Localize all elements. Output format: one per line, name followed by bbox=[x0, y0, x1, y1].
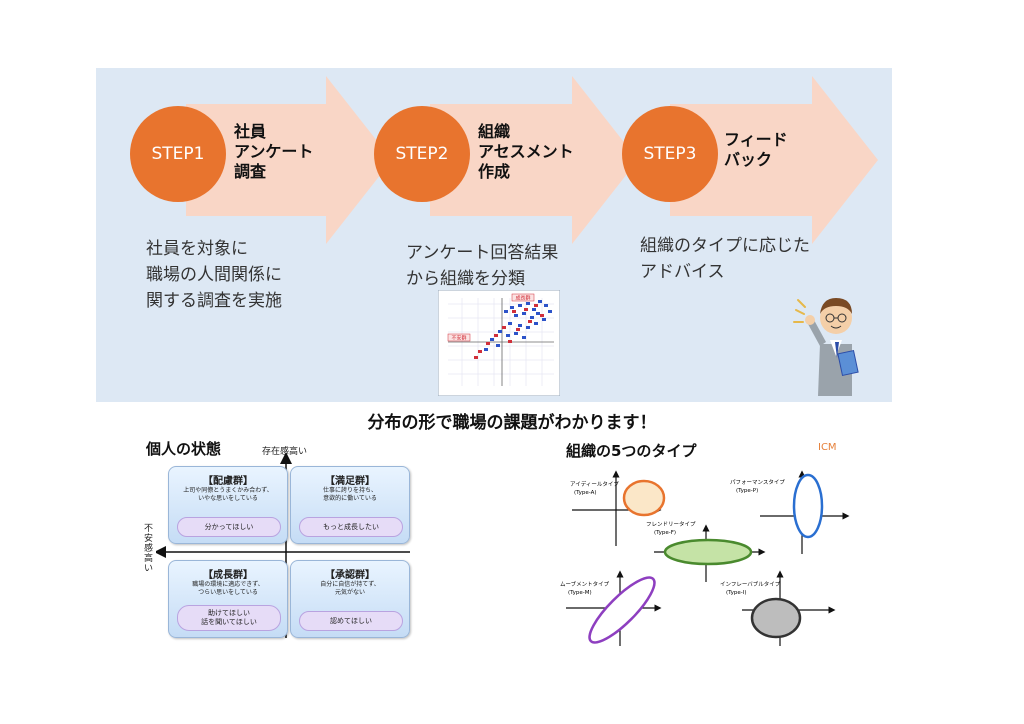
step1-label: STEP1 bbox=[151, 144, 205, 164]
type-f-ellipse bbox=[663, 538, 753, 566]
step2-circle bbox=[374, 106, 470, 202]
step3-arrow bbox=[670, 76, 878, 244]
type-f-name: フレンドリータイプ bbox=[646, 520, 696, 528]
quadrant-title: 【満足群】 bbox=[325, 476, 375, 487]
quadrant-text: 上司や同僚とうまくかみ合わず、 いやな思いをしている bbox=[183, 487, 273, 502]
type-m-chart: ムーブメントタイプ (Type-M) bbox=[560, 570, 662, 646]
type-i-ellipse bbox=[750, 597, 802, 639]
step3-title: フィード バック bbox=[724, 130, 788, 169]
step1-circle bbox=[130, 106, 226, 202]
type-a-code: (Type-A) bbox=[574, 490, 597, 496]
types-section-title: 組織の5つのタイプ bbox=[566, 442, 697, 460]
quadrant-need: もっと成長したい bbox=[299, 517, 403, 537]
assessment-scatter-thumbnail: 成長群 不安群 bbox=[438, 290, 560, 396]
step2-title: 組織 アセスメント 作成 bbox=[478, 122, 574, 181]
brand-logo: ICM bbox=[818, 442, 837, 453]
consultant-illustration bbox=[793, 298, 859, 396]
quadrant-need: 分かってほしい bbox=[177, 517, 281, 537]
type-m-ellipse bbox=[588, 576, 656, 644]
quadrant-growth: 【成長群】 職場の環境に適応できず、 つらい思いをしている 助けてほしい 話を聞… bbox=[168, 560, 288, 638]
type-i-name: インフレーバブルタイプ bbox=[720, 580, 781, 588]
type-p-name: パフォーマンスタイプ bbox=[730, 478, 785, 486]
step1-title: 社員 アンケート 調査 bbox=[234, 122, 314, 181]
step1-arrow bbox=[186, 76, 392, 244]
quadrant-title: 【成長群】 bbox=[203, 570, 253, 581]
scatter-label-top: 成長群 bbox=[515, 295, 530, 302]
step-arrows-diagram bbox=[130, 76, 878, 244]
quadrant-approval: 【承認群】 自分に自信が持てず、 元気がない 認めてほしい bbox=[290, 560, 410, 638]
type-f-code: (Type-F) bbox=[654, 530, 676, 536]
quadrant-need: 認めてほしい bbox=[299, 611, 403, 631]
type-m-code: (Type-M) bbox=[568, 590, 592, 596]
type-a-name: アイディールタイプ bbox=[570, 480, 619, 488]
quadrant-text: 仕事に誇りを持ち、 意欲的に働いている bbox=[322, 487, 377, 502]
step3-description: 組織のタイプに応じた アドバイス bbox=[640, 236, 810, 282]
quadrant-consideration: 【配慮群】 上司や同僚とうまくかみ合わず、 いやな思いをしている 分かってほしい bbox=[168, 466, 288, 544]
quadrant-title: 【配慮群】 bbox=[203, 476, 253, 487]
step2-description: アンケート回答結果 から組織を分類 bbox=[406, 243, 559, 289]
step3-label: STEP3 bbox=[643, 144, 697, 164]
type-p-code: (Type-P) bbox=[736, 488, 758, 494]
quadrant-title: 【承認群】 bbox=[325, 570, 375, 581]
axis-label-left: 不安感高い bbox=[144, 524, 154, 574]
step1-description: 社員を対象に 職場の人間関係に 関する調査を実施 bbox=[146, 239, 282, 311]
organization-types-diagram: アイディールタイプ (Type-A) パフォーマンスタイプ (Type-P) フ… bbox=[560, 470, 850, 646]
type-i-code: (Type-I) bbox=[726, 590, 747, 596]
headline: 分布の形で職場の課題がわかります！ bbox=[367, 413, 657, 433]
individual-section-title: 個人の状態 bbox=[146, 440, 222, 458]
quadrant-satisfied: 【満足群】 仕事に誇りを持ち、 意欲的に働いている もっと成長したい bbox=[290, 466, 410, 544]
step2-label: STEP2 bbox=[395, 144, 449, 164]
quadrant-text: 職場の環境に適応できず、 つらい思いをしている bbox=[192, 581, 264, 596]
type-a-ellipse bbox=[622, 479, 666, 517]
quadrant-text: 自分に自信が持てず、 元気がない bbox=[320, 581, 380, 596]
type-a-chart: アイディールタイプ (Type-A) bbox=[570, 470, 666, 546]
type-p-chart: パフォーマンスタイプ (Type-P) bbox=[730, 470, 850, 554]
step3-circle bbox=[622, 106, 718, 202]
type-i-chart: インフレーバブルタイプ (Type-I) bbox=[720, 570, 836, 646]
step2-arrow bbox=[430, 76, 638, 244]
type-p-ellipse bbox=[792, 473, 824, 539]
type-f-chart: フレンドリータイプ (Type-F) bbox=[646, 520, 766, 582]
type-m-name: ムーブメントタイプ bbox=[560, 580, 610, 588]
scatter-label-left: 不安群 bbox=[451, 335, 466, 342]
quadrant-need: 助けてほしい 話を聞いてほしい bbox=[177, 605, 281, 631]
